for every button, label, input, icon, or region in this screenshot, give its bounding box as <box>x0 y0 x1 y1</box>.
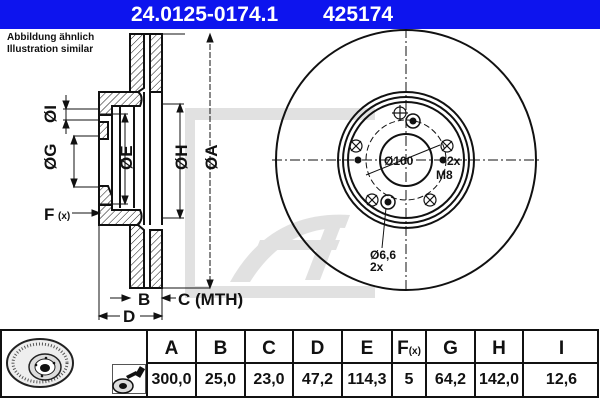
column-B: B 25,0 <box>197 331 246 396</box>
column-A: A 300,0 <box>148 331 197 396</box>
column-header-label: F <box>397 338 409 359</box>
side-profile-view <box>98 33 163 289</box>
column-header: G <box>427 331 474 364</box>
caption-german: Abbildung ähnlich <box>7 32 95 43</box>
column-value: 114,3 <box>347 371 387 388</box>
front-view-labels: Ø100 2x M8 Ø6,6 2x <box>370 154 461 274</box>
column-value: 5 <box>404 371 414 388</box>
header-bar: 24.0125-0174.1 425174 <box>0 0 600 29</box>
column-C: C 23,0 <box>246 331 294 396</box>
column-F: F(x) 5 <box>393 331 427 396</box>
column-value: 12,6 <box>545 371 578 388</box>
illustration-caption: Abbildung ähnlich Illustration similar <box>7 32 94 56</box>
label-hole-count: 2x <box>370 260 384 274</box>
reference-number: 425174 <box>323 3 394 26</box>
column-header: H <box>476 331 522 364</box>
label-B: B <box>138 290 150 309</box>
label-D: D <box>123 307 135 326</box>
ate-watermark <box>185 108 375 298</box>
column-value: 25,0 <box>204 371 237 388</box>
table-image-cell <box>2 331 148 396</box>
label-F: F <box>44 205 54 224</box>
column-header: I <box>524 331 599 364</box>
column-header: E <box>343 331 391 364</box>
technical-drawing: ØI ØG ØE ØH ØA F (x) B C (MTH) D <box>41 29 540 326</box>
spray-clean-icon <box>112 364 146 394</box>
dimension-lines <box>62 32 214 320</box>
label-hole-diameter: Ø6,6 <box>370 248 396 262</box>
label-C: C (MTH) <box>178 290 243 309</box>
column-value: 300,0 <box>151 371 192 388</box>
side-view-labels: ØI ØG ØE ØH ØA F (x) B C (MTH) D <box>41 105 243 326</box>
label-bolt-circle: Ø100 <box>384 154 414 168</box>
column-header: F(x) <box>393 331 425 364</box>
column-D: D 47,2 <box>294 331 343 396</box>
label-G: ØG <box>41 144 60 170</box>
caption-english: Illustration similar <box>7 44 94 55</box>
column-value: 142,0 <box>478 371 520 388</box>
column-header-sub: (x) <box>408 346 421 357</box>
label-I: ØI <box>41 105 60 123</box>
label-thread: M8 <box>436 168 453 182</box>
label-A: ØA <box>202 145 221 171</box>
label-thread-count: 2x <box>447 154 461 168</box>
column-value: 23,0 <box>253 371 285 388</box>
column-E: E 114,3 <box>343 331 393 396</box>
dimension-table: A 300,0 B 25,0 C 23,0 D 47,2 E 114,3 F(x… <box>0 329 599 398</box>
column-value: 64,2 <box>434 371 467 388</box>
label-E: ØE <box>117 145 136 170</box>
label-F-sub: (x) <box>58 211 70 222</box>
column-H: H 142,0 <box>476 331 524 396</box>
brake-disc-3d-icon <box>6 338 74 388</box>
column-header: C <box>246 331 292 364</box>
column-value: 47,2 <box>301 371 334 388</box>
column-header: B <box>197 331 244 364</box>
column-I: I 12,6 <box>524 331 599 396</box>
column-G: G 64,2 <box>427 331 476 396</box>
column-header: D <box>294 331 341 364</box>
front-view <box>272 29 540 292</box>
label-H: ØH <box>172 145 191 171</box>
part-number: 24.0125-0174.1 <box>131 3 279 26</box>
column-header: A <box>148 331 195 364</box>
